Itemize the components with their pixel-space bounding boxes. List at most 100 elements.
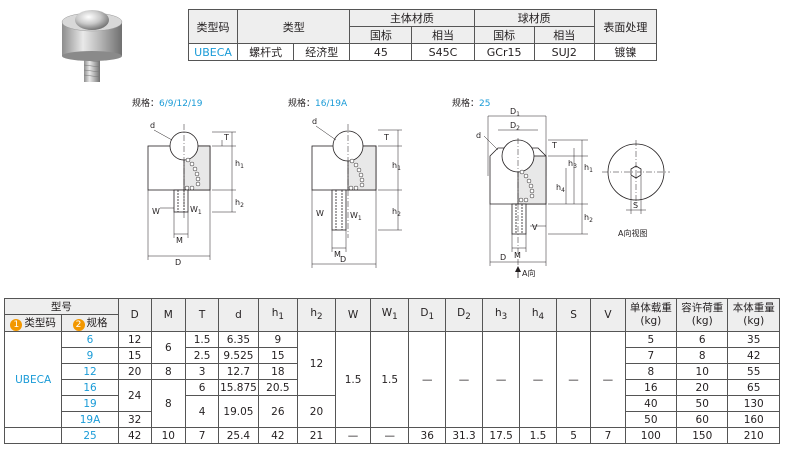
drawing-3-dim-a: A向	[522, 268, 535, 278]
cell-D: 12	[117, 331, 152, 348]
cell-load-allow: 60	[676, 411, 729, 428]
table-row: 16 24 8 6 15.875 20.5 16 20 65	[5, 379, 780, 428]
table-row: 19A 32 50 60 160	[5, 411, 780, 428]
header-col-V: V	[590, 298, 626, 332]
cell-d: 6.35	[218, 331, 259, 348]
cell-D: 20	[117, 363, 152, 380]
drawing-2-dim-d: d	[312, 117, 317, 126]
drawing-3: D1 D2 d T h1 h3 h4 h2 V M D A向	[476, 107, 593, 278]
cell-spec: 9	[61, 347, 119, 364]
drawing-1-dim-w1: W1	[190, 205, 202, 216]
cell-d: 19.05	[218, 395, 259, 428]
cell-spec: 19	[61, 395, 119, 412]
cell-load-allow: 10	[676, 363, 729, 380]
drawing-2: d T h1 h2 W W1 M D	[311, 117, 402, 268]
cell-W: —	[335, 427, 371, 444]
cell-D2: 31.3	[444, 427, 484, 444]
table-row: 12 20 8 3 12.7 18 8 10 55	[5, 363, 780, 380]
header-col-D1: D1	[408, 298, 446, 332]
cell-ball-eq: SUJ2	[533, 43, 595, 61]
cell-W1: —	[369, 427, 410, 444]
table-row: 25 42 10 7 25.4 42 21 — — 36 31.3 17.5 1…	[3, 427, 780, 444]
cell-type-code: UBECA	[3, 331, 63, 428]
cell-load-single: 100	[624, 427, 678, 444]
drawing-2-dim-w1: W1	[350, 211, 362, 222]
drawing-3-dim-h2: h2	[584, 213, 593, 224]
drawing-3-dim-h3: h3	[568, 159, 577, 170]
cell-spec: 6	[61, 331, 119, 348]
drawing-1-dim-d: d	[150, 121, 155, 130]
a-view-dim-s: S	[633, 201, 638, 210]
header-type-code: 类型码	[187, 9, 239, 44]
cell-T: 4	[185, 395, 220, 428]
cell-h1: 15	[257, 347, 298, 364]
cell-h4: 1.5	[519, 427, 557, 444]
header-weight: 本体重量(kg)	[727, 298, 780, 332]
cell-h1: 9	[257, 331, 298, 348]
cell-load-single: 40	[624, 395, 678, 412]
header-body-std: 国标	[349, 26, 413, 44]
cell-W: 1.5	[335, 331, 371, 428]
drawing-2-dim-h1: h1	[392, 161, 401, 172]
cell-body-eq: S45C	[411, 43, 475, 61]
header-col-T: T	[185, 298, 220, 332]
header-ball-std: 国标	[473, 26, 535, 44]
drawing-2-label-prefix: 规格：	[288, 99, 316, 109]
header-type: 类型	[237, 9, 351, 44]
cell-load-allow: 6	[676, 331, 729, 348]
cell-D1: 36	[408, 427, 446, 444]
cell-spec: 19A	[61, 411, 119, 428]
cell-load-allow: 50	[676, 395, 729, 412]
cell-M: 10	[150, 427, 187, 444]
drawing-1-label: 规格：6/9/12/19	[132, 96, 202, 109]
cell-h1: 20.5	[257, 379, 298, 396]
cell-h4: —	[519, 331, 557, 428]
a-view-caption: A向视图	[618, 228, 647, 238]
cell-h2: 21	[296, 427, 337, 444]
drawing-2-dim-t: T	[383, 133, 389, 142]
cell-surface: 镀镍	[593, 43, 658, 61]
drawing-2-dim-w: W	[316, 209, 324, 218]
header-col-W: W	[335, 298, 371, 332]
table-row: 9 15 2.5 9.525 15 7 8 42	[5, 347, 780, 364]
table-row: UBECA 6 12 6 1.5 6.35 9 12 1.5 1.5 — — —…	[3, 331, 780, 428]
cell-h1: 18	[257, 363, 298, 380]
cell-T: 2.5	[185, 347, 220, 364]
drawing-3-dim-d1: D1	[510, 107, 520, 118]
drawing-1: d T h1 h2 W W1 M D	[147, 121, 244, 267]
cell-T: 7	[185, 427, 220, 444]
cell-D2: —	[444, 331, 484, 428]
cell-spec: 12	[61, 363, 119, 380]
header-model: 型号	[4, 298, 119, 315]
cell-body-std: 45	[349, 43, 413, 61]
cell-weight: 35	[727, 331, 780, 348]
drawing-3-label: 规格：25	[452, 96, 490, 109]
drawing-1-dim-t: T	[223, 133, 229, 142]
cell-M: 8	[150, 363, 187, 380]
drawing-2-label-value: 16/19A	[315, 99, 348, 109]
cell-type-code-empty	[3, 427, 63, 444]
header-col-S: S	[555, 298, 592, 332]
cell-weight: 42	[727, 347, 780, 364]
drawing-2-dim-h2: h2	[392, 207, 401, 218]
cell-type-a: 螺杆式	[237, 43, 295, 61]
cell-S: 5	[555, 427, 592, 444]
header-body-material: 主体材质	[349, 9, 475, 27]
cell-W1: 1.5	[369, 331, 410, 428]
drawing-3-dim-v: V	[532, 223, 538, 232]
cell-load-single: 7	[624, 347, 678, 364]
cell-weight: 65	[727, 379, 780, 396]
cell-h1: 42	[257, 427, 298, 444]
cell-load-single: 5	[624, 331, 678, 348]
dimension-table: 型号 D M T d h1 h2 W W1 D1 D2 h3 h4 S V 单体…	[3, 298, 780, 444]
cell-d: 12.7	[218, 363, 259, 380]
header-col-h2: h2	[296, 298, 337, 332]
drawing-3-dim-D: D	[500, 253, 506, 262]
cell-spec: 25	[61, 427, 119, 444]
cell-ball-std: GCr15	[473, 43, 535, 61]
cell-T: 1.5	[185, 331, 220, 348]
header-col-h1: h1	[257, 298, 298, 332]
cell-load-single: 50	[624, 411, 678, 428]
cell-M: 8	[150, 379, 187, 428]
